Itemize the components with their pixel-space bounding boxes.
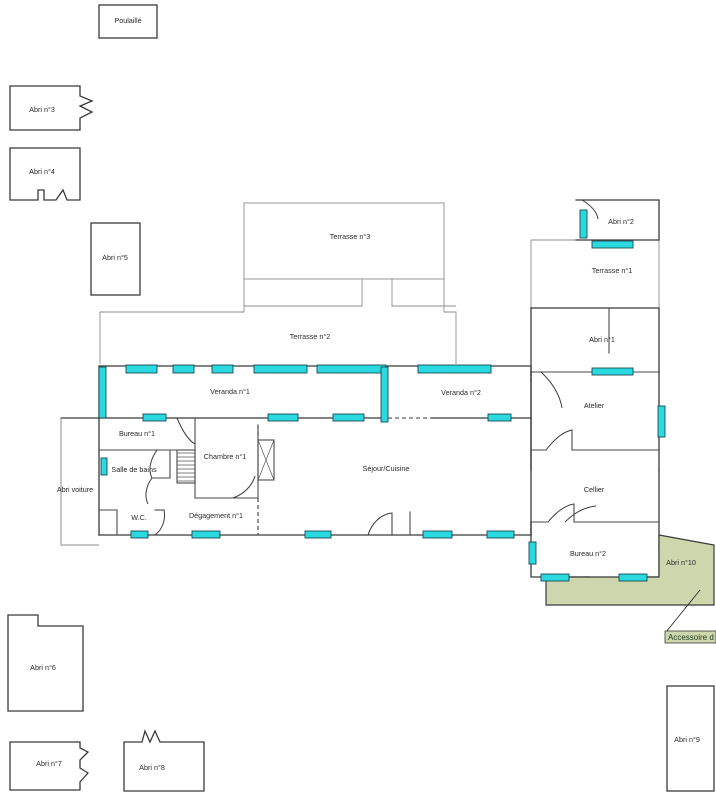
veranda-divider xyxy=(530,371,563,409)
room-abri-2: Abri n°2 xyxy=(575,199,660,241)
outbuilding-abri-8: Abri n°8 xyxy=(123,729,205,792)
windows-vertical xyxy=(98,209,666,565)
room-label: Abri voiture xyxy=(57,485,93,494)
window-symbol xyxy=(579,209,588,239)
outbuilding-abri-7: Abri n°7 xyxy=(9,741,90,791)
room-label: Abri n°10 xyxy=(666,558,696,567)
windows-bottom-wall xyxy=(130,530,515,539)
window-symbol xyxy=(125,364,158,374)
room-label: Veranda n°2 xyxy=(441,388,481,397)
window-symbol xyxy=(380,366,389,423)
window-symbol xyxy=(267,413,299,422)
window-symbol xyxy=(130,530,149,539)
room-label: Salle de bains xyxy=(111,465,157,474)
window-symbol xyxy=(332,413,365,422)
room-label: Bureau n°1 xyxy=(119,429,155,438)
outbuilding-poulaille: Poulaillé xyxy=(98,4,158,39)
window-symbol xyxy=(100,457,108,476)
outbuilding-label: Abri n°3 xyxy=(29,105,55,114)
terrasse-label: Terrasse n°1 xyxy=(592,266,632,275)
annotation-label: Accessoire d xyxy=(668,633,714,642)
sejour-doors xyxy=(367,511,411,536)
window-symbol xyxy=(417,364,492,374)
window-symbol xyxy=(253,364,308,374)
outbuilding-abri-9: Abri n°9 xyxy=(666,685,715,792)
outbuilding-label: Abri n°5 xyxy=(102,253,128,262)
terrasse-2-outline: Terrasse n°2 xyxy=(99,279,457,364)
room-label: Abri n°2 xyxy=(608,217,634,226)
outbuilding-abri-3: Abri n°3 xyxy=(9,85,94,131)
outbuilding-abri-5: Abri n°5 xyxy=(90,222,141,296)
outbuilding-abri-4: Abri n°4 xyxy=(9,147,81,201)
terrasse-label: Terrasse n°2 xyxy=(290,332,330,341)
outbuilding-label: Abri n°6 xyxy=(30,663,56,672)
zone-abri-10-accessoire: Abri n°10 xyxy=(545,534,715,606)
window-symbol xyxy=(657,405,666,438)
room-label: Cellier xyxy=(584,485,605,494)
window-symbol xyxy=(618,573,648,582)
room-abri-voiture: Abri voiture xyxy=(57,418,99,546)
windows-mid-wall xyxy=(142,413,512,422)
window-symbol xyxy=(316,364,387,374)
windows-top-wall xyxy=(125,364,492,374)
right-wing-structure: Abri n°1 Atelier Cellier Bureau n°2 xyxy=(530,307,660,596)
window-symbol xyxy=(591,367,634,376)
outbuilding-abri-6: Abri n°6 xyxy=(7,614,84,712)
window-symbol xyxy=(591,240,634,249)
room-label: Atelier xyxy=(584,401,605,410)
outbuilding-label: Abri n°9 xyxy=(674,735,700,744)
window-symbol xyxy=(98,366,107,419)
terrasse-1-outline: Terrasse n°1 xyxy=(530,239,660,309)
outbuilding-label: Abri n°8 xyxy=(139,763,165,772)
window-symbol xyxy=(191,530,221,539)
window-symbol xyxy=(486,530,515,539)
window-symbol xyxy=(528,541,537,565)
terrasse-3-outline: Terrasse n°3 xyxy=(243,202,445,280)
room-label: Veranda n°1 xyxy=(210,387,250,396)
windows-right-block xyxy=(540,240,648,582)
room-label: Abri n°1 xyxy=(589,335,615,344)
window-symbol xyxy=(172,364,195,374)
accessoire-callout: Accessoire d xyxy=(664,589,716,644)
room-label: Dégagement n°1 xyxy=(189,511,243,520)
terrasse-label: Terrasse n°3 xyxy=(330,232,370,241)
room-label: Séjour/Cuisine xyxy=(363,464,410,473)
interior-left-wing: Bureau n°1 Salle de bains W.C. Chambre n… xyxy=(98,417,275,536)
outbuilding-label: Poulaillé xyxy=(114,16,141,25)
window-symbol xyxy=(304,530,332,539)
room-label: Chambre n°1 xyxy=(204,452,246,461)
window-symbol xyxy=(142,413,167,422)
room-label: Bureau n°2 xyxy=(570,549,606,558)
outbuilding-label: Abri n°4 xyxy=(29,167,55,176)
window-symbol xyxy=(211,364,234,374)
outbuilding-label: Abri n°7 xyxy=(36,759,62,768)
window-symbol xyxy=(487,413,512,422)
room-label: W.C. xyxy=(131,513,147,522)
window-symbol xyxy=(422,530,453,539)
window-symbol xyxy=(540,573,570,582)
